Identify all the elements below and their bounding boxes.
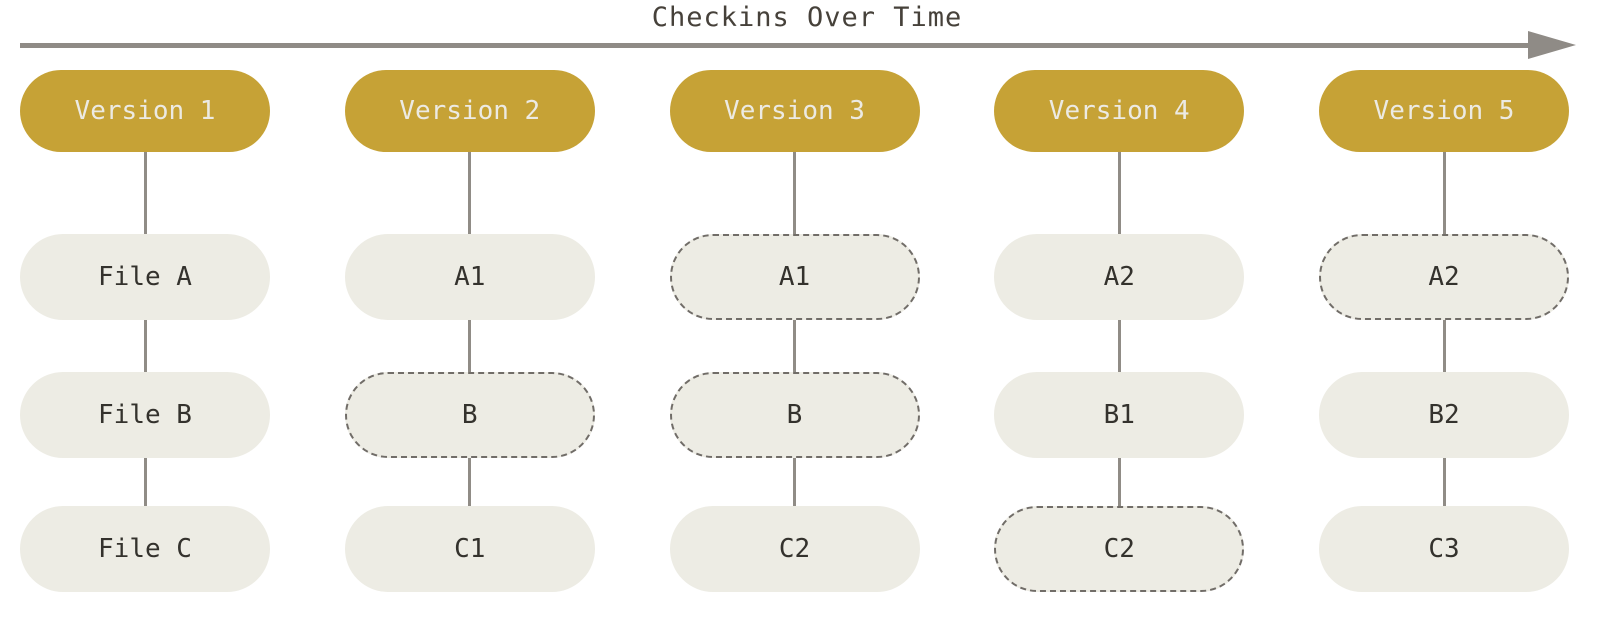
version-column-2: Version 2 A1 B C1: [344, 70, 595, 592]
version-column-3: Version 3 A1 B C2: [669, 70, 920, 592]
file-node: C2: [669, 506, 920, 592]
connector-line: [1442, 152, 1446, 234]
connector-line: [143, 152, 147, 234]
connector-line: [1442, 320, 1446, 372]
version-column-5: Version 5 A2 B2 C3: [1319, 70, 1569, 592]
arrow-line: [20, 42, 1528, 48]
connector-line: [1117, 458, 1121, 506]
versions-grid: Version 1 File A File B File C Version 2…: [20, 70, 1569, 592]
file-node: C1: [344, 506, 595, 592]
version-column-4: Version 4 A2 B1 C2: [994, 70, 1245, 592]
arrow-head-icon: [1528, 31, 1576, 59]
file-node: B2: [1319, 372, 1569, 458]
file-node: File B: [20, 372, 270, 458]
file-node: File C: [20, 506, 270, 592]
timeline-arrow-icon: [20, 31, 1576, 59]
connector-line: [1442, 458, 1446, 506]
version-node: Version 4: [994, 70, 1245, 152]
file-node: C2: [994, 506, 1245, 592]
file-node: A2: [1319, 234, 1569, 320]
file-node: C3: [1319, 506, 1569, 592]
connector-line: [793, 152, 796, 234]
file-node: A1: [344, 234, 595, 320]
timeline-title: Checkins Over Time: [651, 2, 963, 33]
version-node: Version 5: [1319, 70, 1569, 152]
file-node: File A: [20, 234, 270, 320]
connector-line: [468, 320, 472, 372]
connector-line: [1117, 320, 1121, 372]
version-node: Version 2: [344, 70, 595, 152]
version-node: Version 3: [669, 70, 920, 152]
version-node: Version 1: [20, 70, 270, 152]
connector-line: [143, 320, 147, 372]
file-node: A2: [994, 234, 1245, 320]
file-node: B1: [994, 372, 1245, 458]
file-node: A1: [669, 234, 920, 320]
file-node: B: [669, 372, 920, 458]
connector-line: [793, 320, 796, 372]
connector-line: [143, 458, 147, 506]
version-column-1: Version 1 File A File B File C: [20, 70, 270, 592]
connector-line: [468, 458, 472, 506]
file-node: B: [344, 372, 595, 458]
connector-line: [793, 458, 796, 506]
connector-line: [1117, 152, 1121, 234]
connector-line: [468, 152, 472, 234]
